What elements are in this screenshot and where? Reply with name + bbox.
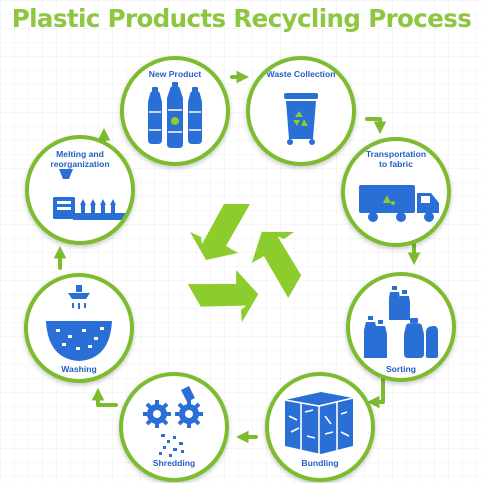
step-transportation: Transportation to fabric: [341, 137, 451, 247]
step-label: Transportation to fabric: [365, 149, 427, 169]
step-label: Bundling: [301, 458, 339, 468]
sorted-bottles-icon: [364, 286, 438, 358]
diagram-title: Plastic Products Recycling Process: [11, 4, 472, 33]
step-label: Melting and reorganization: [50, 149, 110, 169]
step-label: Washing: [61, 364, 97, 374]
step-label: Sorting: [385, 364, 417, 374]
arrow-sorting-to-bundling: [366, 376, 385, 409]
step-waste-collection: Waste Collection: [246, 56, 356, 166]
step-label: Waste Collection: [266, 69, 336, 79]
recycle-bin-icon: [284, 93, 318, 145]
melting-machine-icon: [53, 169, 127, 220]
step-new-product: New Product: [120, 56, 230, 166]
recycle-symbol-icon: [187, 204, 302, 323]
step-sorting: Sorting: [346, 272, 456, 382]
washing-basin-icon: [46, 285, 112, 361]
arrow-collection-to-transport: [365, 117, 387, 135]
step-washing: Washing: [24, 273, 134, 383]
step-melting: Melting and reorganization: [25, 135, 135, 245]
truck-icon: [359, 185, 439, 222]
step-bundling: Bundling: [265, 372, 375, 482]
bale-icon: [284, 392, 354, 454]
shredder-icon: [143, 386, 203, 457]
bottles-icon: [148, 82, 202, 148]
step-label: Shredding: [152, 458, 196, 468]
arrow-shredding-to-washing: [91, 387, 118, 407]
step-shredding: Shredding: [119, 372, 229, 482]
step-label: New Product: [148, 69, 202, 79]
